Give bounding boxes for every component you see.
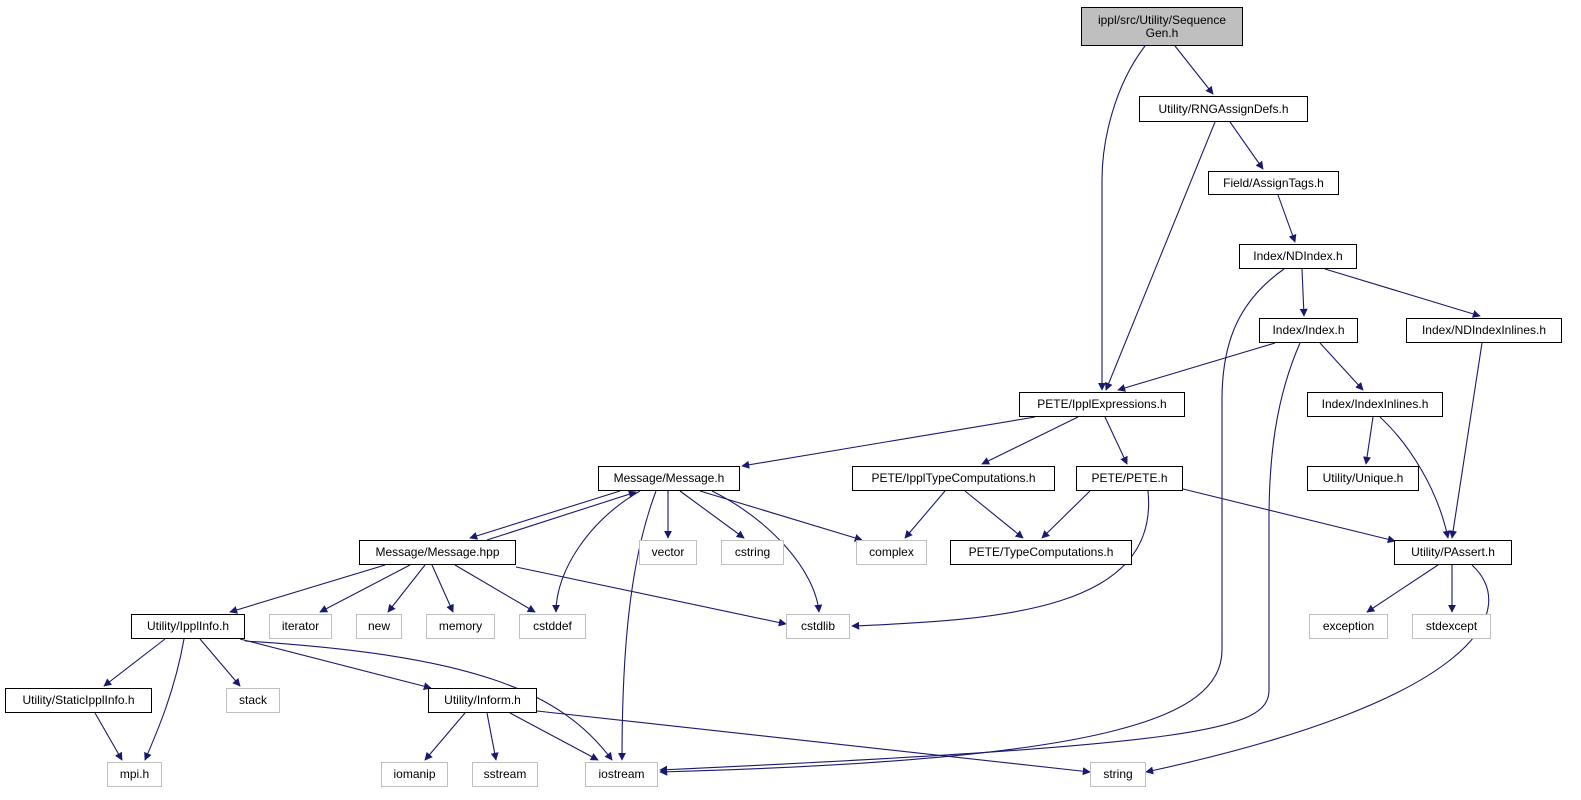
edge-message-hpp-to-ipplinfo — [229, 564, 386, 614]
edge-staticipplinfo-to-mpi — [94, 712, 123, 761]
node-ndindex[interactable]: Index/NDIndex.h — [1239, 244, 1357, 269]
edge-message-h-to-cstring — [679, 490, 745, 539]
edge-inform-to-string — [536, 710, 1091, 776]
node-typecomputations[interactable]: PETE/TypeComputations.h — [950, 540, 1132, 565]
edge-inform-to-sstream — [486, 712, 499, 761]
node-passert[interactable]: Utility/PAssert.h — [1394, 540, 1512, 565]
edge-message-hpp-to-cstddef — [454, 564, 536, 613]
node-root-file: ippl/src/Utility/Sequence Gen.h — [1081, 7, 1243, 46]
edge-ipplexpressions-to-message-h — [741, 416, 1036, 469]
node-staticipplinfo[interactable]: Utility/StaticIpplInfo.h — [5, 688, 152, 713]
node-ippltypecomputations[interactable]: PETE/IpplTypeComputations.h — [852, 466, 1055, 491]
edge-message-h-to-message-hpp — [469, 490, 621, 540]
edge-root-to-ipplexpressions — [1098, 45, 1146, 391]
edge-message-hpp-to-message-h — [486, 490, 637, 541]
node-stack: stack — [226, 688, 280, 713]
node-ndindexinlines[interactable]: Index/NDIndexInlines.h — [1406, 318, 1562, 343]
edge-pete-to-typecomputations — [1041, 490, 1091, 539]
edge-message-h-to-complex — [699, 490, 863, 542]
edge-ndindex-to-ndindexinlines — [1324, 268, 1481, 318]
edge-pete-to-passert — [1182, 488, 1396, 544]
edge-indexinlines-to-passert — [1379, 416, 1451, 539]
edge-indexinlines-to-unique — [1363, 416, 1374, 465]
edge-rngassigndefs-to-assigntags — [1229, 121, 1264, 170]
edge-index-to-iostream — [659, 342, 1301, 774]
node-index[interactable]: Index/Index.h — [1259, 318, 1358, 343]
node-complex: complex — [856, 540, 927, 565]
edge-ndindex-to-iostream — [659, 268, 1285, 776]
edge-ippltypecomputations-to-complex — [904, 490, 946, 539]
edge-ipplexpressions-to-pete — [1104, 416, 1128, 465]
node-iomanip: iomanip — [381, 762, 448, 787]
edge-message-h-to-iostream — [618, 490, 657, 761]
node-exception: exception — [1309, 614, 1388, 639]
node-memory: memory — [426, 614, 495, 639]
edge-ndindexinlines-to-passert — [1449, 342, 1483, 539]
node-assigntags[interactable]: Field/AssignTags.h — [1208, 171, 1339, 195]
node-message-h[interactable]: Message/Message.h — [598, 466, 740, 491]
edge-passert-to-string — [1145, 564, 1490, 775]
edge-pete-to-cstdlib — [851, 490, 1150, 630]
node-ipplexpressions[interactable]: PETE/IpplExpressions.h — [1019, 392, 1185, 417]
node-indexinlines[interactable]: Index/IndexInlines.h — [1307, 392, 1443, 417]
node-pete[interactable]: PETE/PETE.h — [1076, 466, 1183, 491]
node-string: string — [1090, 762, 1146, 787]
edge-rngassigndefs-to-ipplexpressions — [1105, 121, 1216, 391]
edge-message-h-to-cstddef — [552, 490, 641, 613]
edge-index-to-ipplexpressions — [1117, 342, 1276, 392]
node-vector: vector — [639, 540, 697, 565]
edge-inform-to-iomanip — [424, 712, 466, 761]
node-iterator: iterator — [269, 614, 332, 639]
edge-inform-to-iostream — [509, 712, 599, 761]
edge-message-h-to-cstdlib — [711, 490, 823, 613]
node-iostream: iostream — [585, 762, 658, 787]
node-unique[interactable]: Utility/Unique.h — [1307, 466, 1419, 491]
edge-message-hpp-to-new — [387, 564, 426, 613]
edges-layer — [94, 45, 1490, 776]
edge-passert-to-exception — [1366, 564, 1439, 613]
node-inform[interactable]: Utility/Inform.h — [428, 688, 537, 713]
edge-ipplinfo-to-inform — [239, 638, 432, 691]
edge-ndindex-to-index — [1299, 268, 1308, 317]
node-cstdlib: cstdlib — [786, 614, 850, 639]
edge-ipplinfo-to-stack — [199, 638, 241, 687]
node-cstddef: cstddef — [519, 614, 586, 639]
node-ipplinfo[interactable]: Utility/IpplInfo.h — [131, 614, 245, 639]
edge-assigntags-to-ndindex — [1277, 194, 1297, 243]
node-stdexcept: stdexcept — [1412, 614, 1491, 639]
node-sstream: sstream — [472, 762, 538, 787]
edge-message-hpp-to-iterator — [319, 564, 411, 613]
edge-ipplinfo-to-iostream — [244, 640, 613, 761]
edge-ipplinfo-to-staticipplinfo — [103, 638, 166, 687]
edge-ippltypecomputations-to-typecomputations — [964, 490, 1024, 539]
node-message-hpp[interactable]: Message/Message.hpp — [359, 540, 516, 565]
edge-index-to-indexinlines — [1319, 342, 1364, 391]
node-mpi: mpi.h — [107, 762, 162, 787]
edge-message-hpp-to-cstdlib — [515, 566, 787, 627]
edge-ipplinfo-to-mpi — [144, 638, 185, 761]
node-new: new — [356, 614, 402, 639]
node-cstring: cstring — [721, 540, 784, 565]
edge-message-hpp-to-memory — [431, 564, 454, 613]
edge-ipplexpressions-to-ippltypecomputations — [981, 416, 1079, 465]
edge-root-to-rngassigndefs — [1174, 45, 1214, 95]
node-rngassigndefs[interactable]: Utility/RNGAssignDefs.h — [1139, 96, 1308, 122]
